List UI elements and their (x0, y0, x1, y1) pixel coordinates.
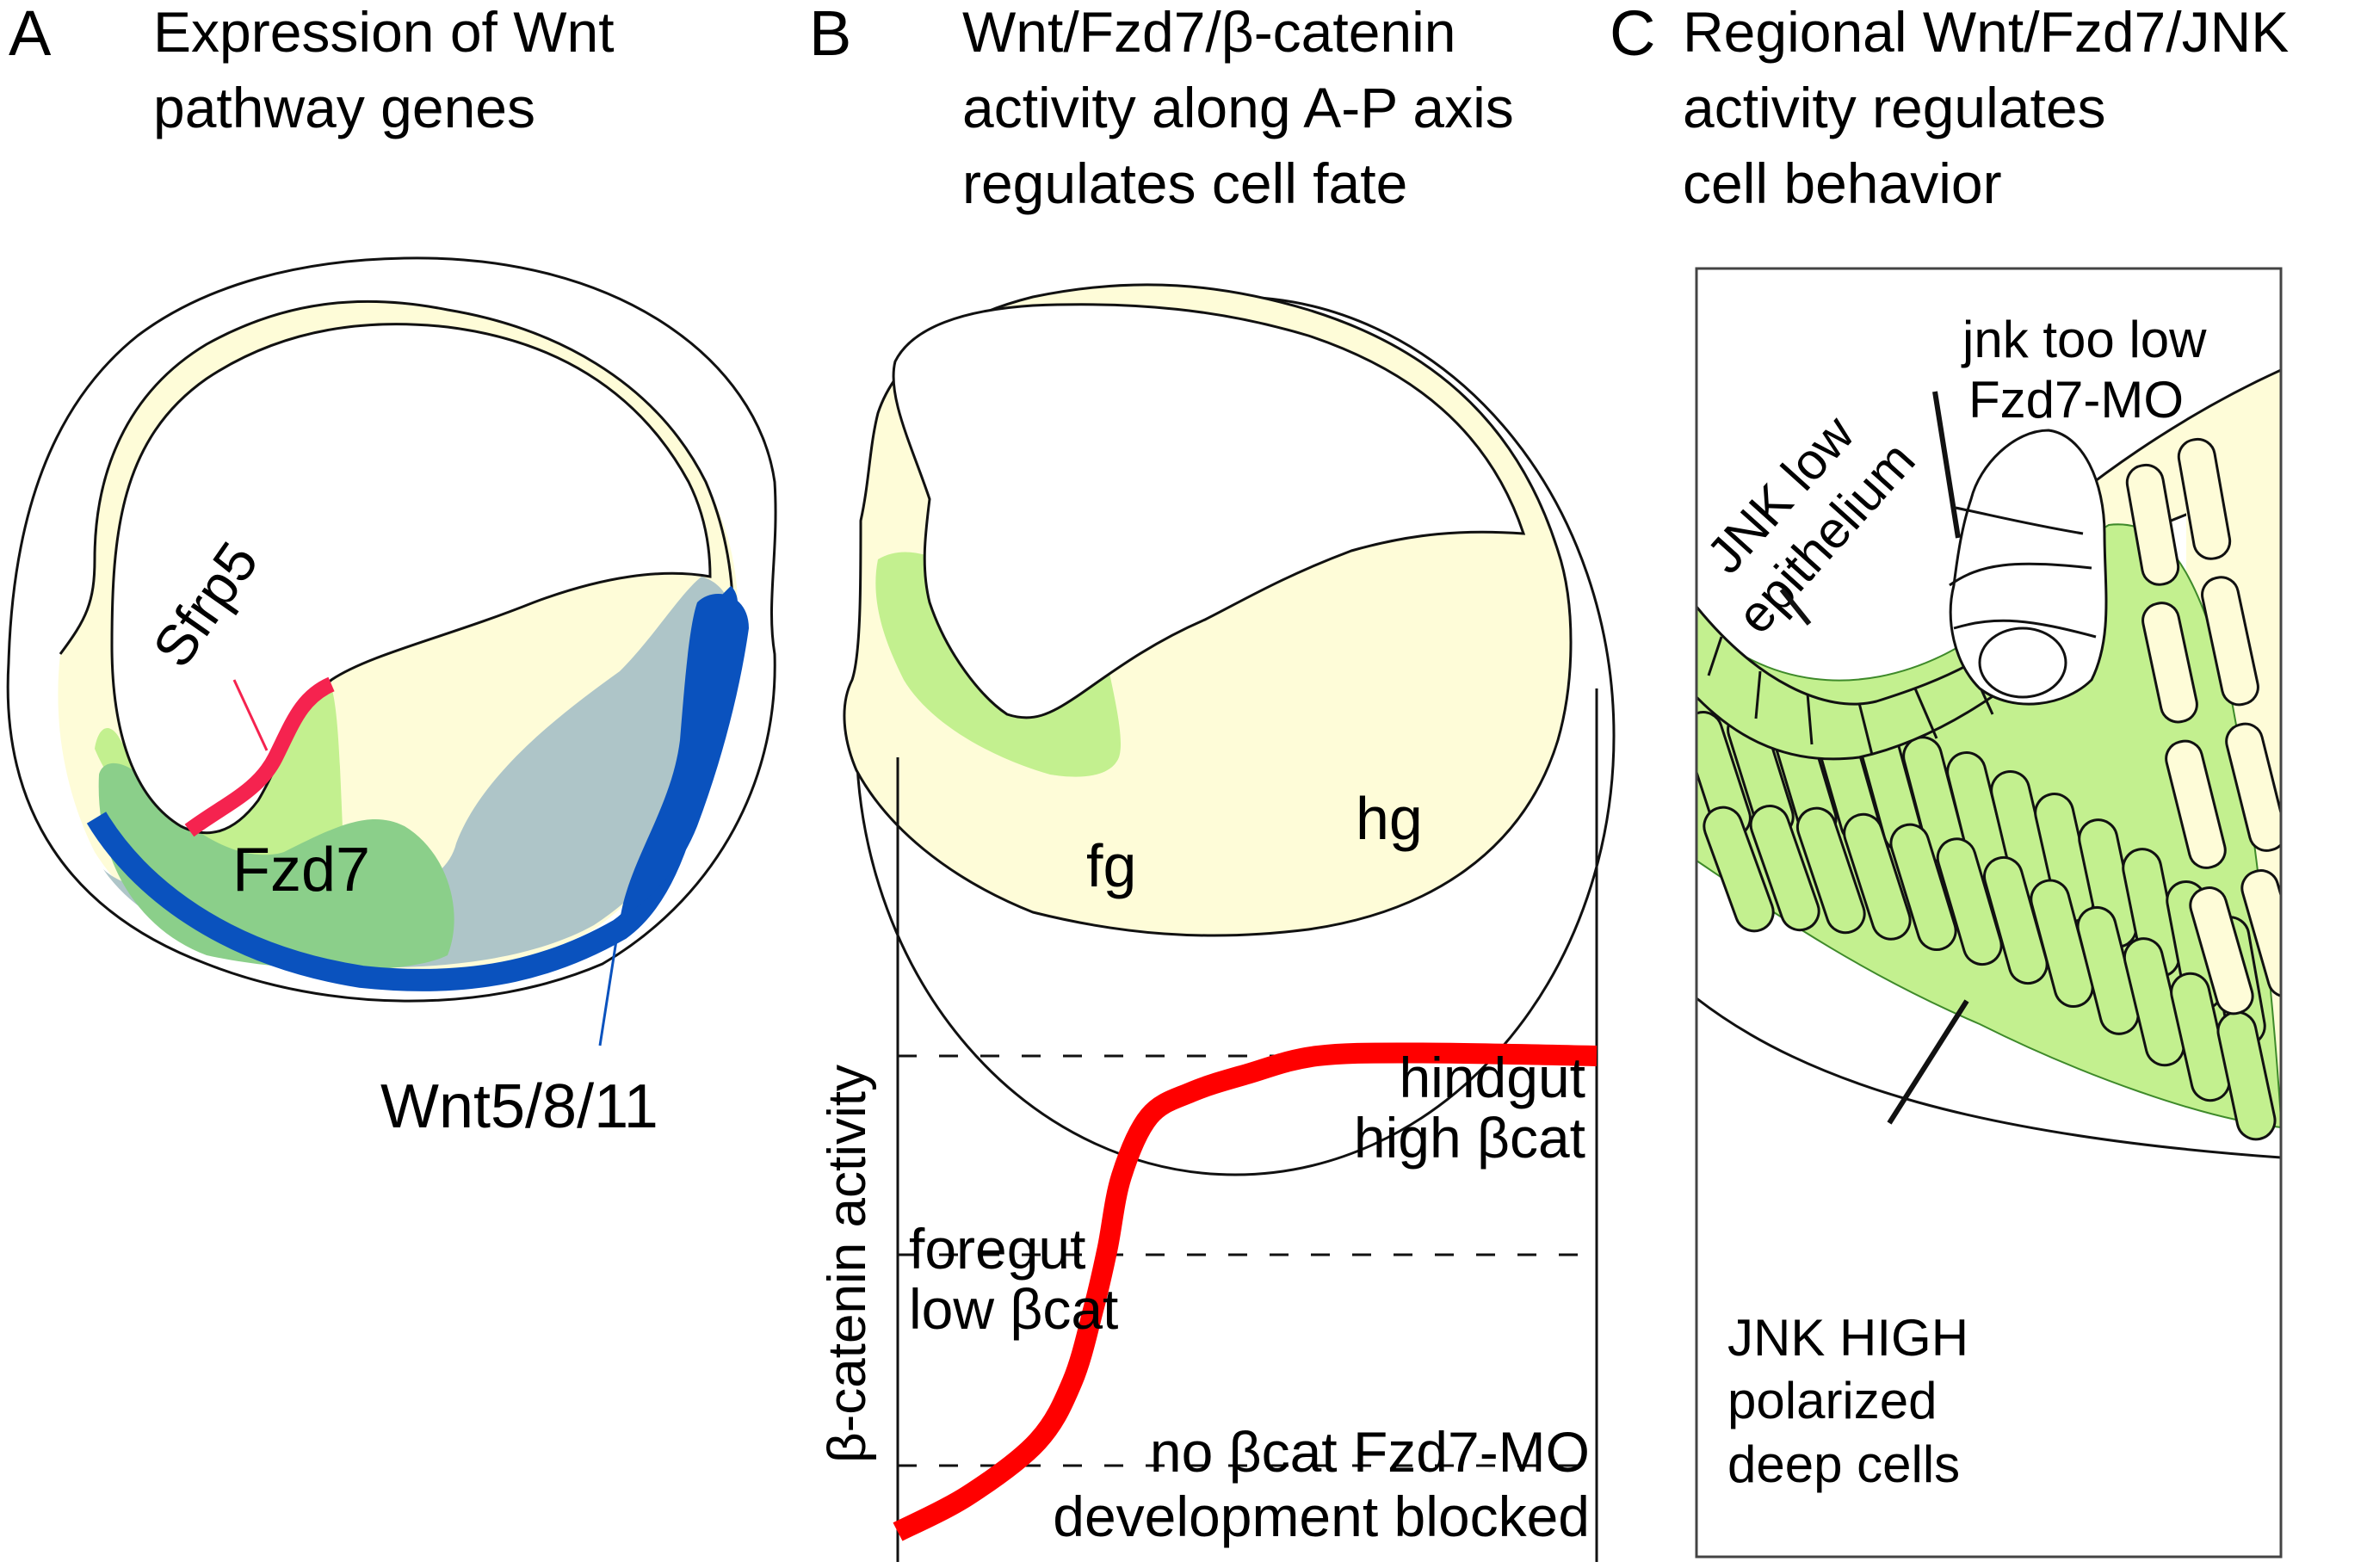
sfrp5-expression-band (184, 676, 335, 837)
panel-b-title-line-3: regulates cell fate (962, 151, 1407, 215)
panel-c-title-line-3: cell behavior (1683, 151, 2002, 215)
panel-b-letter: B (809, 0, 851, 69)
jnk-too-low-leader (1932, 391, 1961, 539)
jnk-too-low-label-line-2: Fzd7-MO (1968, 371, 2184, 429)
panel-a: A Expression of Wnt pathway genes Sfrp5 … (6, 0, 777, 1141)
wnt-label: Wnt5/8/11 (380, 1072, 658, 1141)
wnt-leader-line (598, 929, 620, 1046)
jnk-high-label-line-2: polarized (1727, 1372, 1937, 1429)
hindgut-label-line-2: high βcat (1354, 1106, 1585, 1170)
panel-a-title-line-1: Expression of Wnt (153, 0, 615, 64)
fzd7-mo-cells (1949, 429, 2108, 706)
deep-cell (1936, 837, 2003, 966)
deep-cell (1749, 805, 1820, 932)
hindgut-label-line-1: hindgut (1399, 1046, 1585, 1109)
panel-a-title-line-2: pathway genes (153, 76, 535, 139)
foregut-abbrev-label: fg (1086, 832, 1136, 899)
jnk-high-label-line-1: JNK HIGH (1727, 1309, 1968, 1367)
panel-b-title-line-2: activity along A-P axis (962, 76, 1514, 139)
deep-cell (1703, 806, 1775, 933)
y-axis-label: β-catenin activity (818, 1065, 877, 1463)
blocked-label-line-1: no βcat Fzd7-MO (1150, 1420, 1590, 1484)
foregut-label-line-2: low βcat (909, 1277, 1118, 1341)
deep-cell (1843, 812, 1912, 941)
panel-b-title-line-1: Wnt/Fzd7/β-catenin (962, 0, 1456, 64)
deep-cells-group (1696, 709, 2277, 1141)
panel-c-title-line-2: activity regulates (1683, 76, 2106, 139)
jnk-high-leader (1887, 999, 1969, 1125)
jnk-too-low-label-line-1: jnk too low (1961, 311, 2207, 368)
panel-a-letter: A (9, 0, 52, 69)
foregut-label-line-1: foregut (909, 1217, 1085, 1281)
deep-cell (1889, 823, 1957, 951)
blocked-label-line-2: development blocked (1053, 1485, 1590, 1548)
beta-catenin-curve (893, 1042, 1598, 1541)
embryo-b-blastocoel (892, 303, 1526, 719)
panel-c-title-line-1: Regional Wnt/Fzd7/JNK (1683, 0, 2289, 64)
embryo-a-yolk-outline (59, 299, 735, 655)
posterior-cells (2125, 437, 2281, 1015)
embryo-a-outer-membrane (6, 256, 777, 1003)
fzd7-label: Fzd7 (232, 836, 370, 904)
fzd7-mo-cell-walls (1949, 506, 2097, 699)
deep-cell (1795, 806, 1866, 935)
panel-c: C Regional Wnt/Fzd7/JNK activity regulat… (1610, 0, 2289, 1559)
sfrp5-leader-line (232, 679, 269, 751)
wnt-expression-domain (103, 577, 738, 968)
vitelline-membrane (1696, 997, 2281, 1159)
tissue-section (1696, 368, 2281, 1159)
wnt-posterior-cap (620, 594, 749, 921)
hindgut-abbrev-label: hg (1356, 785, 1423, 852)
jnk-high-label-line-3: deep cells (1727, 1435, 1960, 1493)
panel-c-letter: C (1610, 0, 1655, 69)
jnk-low-leader (1779, 588, 1812, 626)
panel-b: B Wnt/Fzd7/β-catenin activity along A-P … (809, 0, 1616, 1562)
panel-c-frame (1695, 267, 2283, 1559)
